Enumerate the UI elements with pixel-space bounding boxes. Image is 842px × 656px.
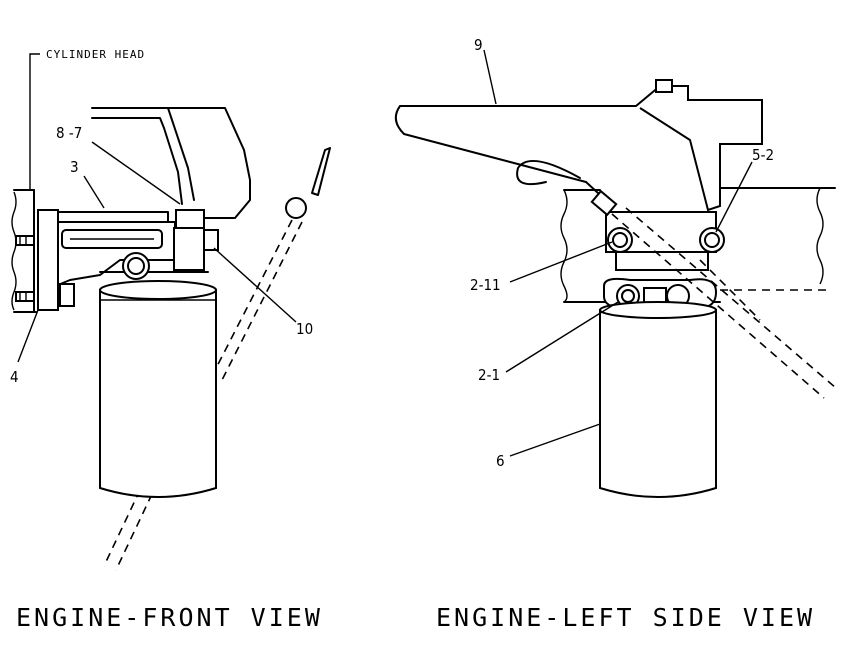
leader-10	[213, 247, 297, 323]
label-6: 6	[496, 452, 505, 470]
label-4: 4	[10, 368, 19, 386]
leader-2-1	[505, 301, 619, 373]
view-title-front: ENGINE-FRONT VIEW	[16, 603, 323, 632]
filter-canister-side	[599, 301, 717, 498]
leader-3	[83, 175, 105, 209]
leader-9	[483, 49, 497, 105]
view-title-left-side: ENGINE-LEFT SIDE VIEW	[436, 603, 815, 632]
dipstick-tube-front	[103, 147, 331, 571]
leader-8-7	[91, 141, 181, 205]
left-side-view-drawing	[394, 49, 837, 498]
leader-5-2	[715, 161, 753, 233]
leader-4	[17, 309, 39, 363]
cylinder-head-wall	[11, 189, 37, 313]
filter-canister-front	[99, 280, 217, 498]
label-9: 9	[474, 36, 483, 54]
fuel-line-side	[585, 181, 837, 399]
label-2-1: 2-1	[478, 366, 500, 384]
label-5-2: 5-2	[752, 146, 774, 164]
label-cylinder-head: CYLINDER HEAD	[46, 48, 145, 61]
label-3: 3	[70, 158, 79, 176]
mounting-bracket-9	[394, 79, 763, 212]
fuel-line-front	[91, 107, 251, 219]
cylinder-head-leader	[29, 53, 40, 190]
label-10: 10	[296, 320, 313, 338]
filter-base-side	[603, 211, 725, 309]
label-8-7: 8 -7	[56, 124, 82, 142]
front-view-drawing	[11, 53, 331, 571]
label-2-11: 2-11	[470, 276, 501, 294]
hose-clip	[516, 160, 581, 186]
leader-2-11	[509, 241, 613, 283]
leader-6	[509, 423, 601, 457]
filter-base-front	[37, 209, 219, 311]
